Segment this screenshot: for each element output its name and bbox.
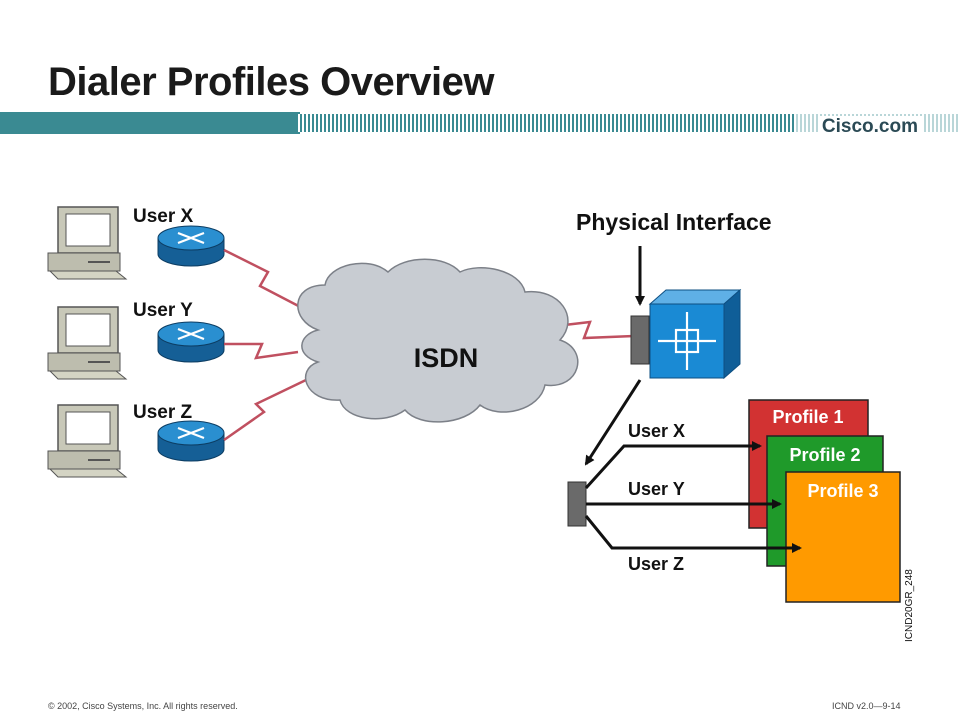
header-bar-solid	[0, 112, 300, 134]
link-user-x	[223, 248, 311, 314]
physical-interface-label: Physical Interface	[576, 209, 772, 235]
pc-icon-user-x	[47, 206, 128, 280]
profile-arrow-user-z-label: User Z	[628, 554, 684, 574]
user-x-label: User X	[133, 206, 194, 227]
header-bar-stripes	[296, 114, 796, 132]
isdn-links	[223, 248, 635, 442]
router-icon-user-z	[157, 420, 225, 462]
profile-3-label: Profile 3	[807, 481, 878, 501]
brand-logo-text[interactable]: Cisco.com	[817, 116, 922, 138]
user-y-label: User Y	[133, 300, 193, 321]
switch-icon	[648, 288, 742, 380]
physical-interface-port	[630, 315, 650, 365]
pc-icon-user-z	[47, 404, 128, 478]
header-bar	[0, 112, 960, 136]
link-user-z	[223, 378, 307, 442]
profile-2-label: Profile 2	[789, 445, 860, 465]
link-physical-interface	[555, 320, 635, 340]
isdn-label: ISDN	[414, 343, 479, 373]
pc-icon-user-y	[47, 306, 128, 380]
arrow-user-z	[584, 515, 802, 553]
dialer-port	[567, 481, 587, 527]
profile-arrow-user-y-label: User Y	[628, 479, 685, 499]
footer-course-id: ICND v2.0—9-14	[832, 701, 901, 711]
isdn-cloud	[297, 258, 579, 423]
profile-1-label: Profile 1	[772, 407, 843, 427]
figure-id-label: ICND20GR_248	[904, 569, 915, 642]
router-icon-user-y	[157, 321, 225, 363]
router-icon-user-x	[157, 225, 225, 267]
interface-to-dialer-arrow	[584, 379, 642, 466]
profile-card-3: Profile 3	[785, 471, 901, 603]
slide-title: Dialer Profiles Overview	[48, 60, 495, 104]
profile-arrow-user-x-label: User X	[628, 421, 685, 441]
link-user-y	[224, 342, 299, 360]
arrow-user-x	[584, 441, 762, 490]
user-z-label: User Z	[133, 402, 193, 423]
footer-copyright: © 2002, Cisco Systems, Inc. All rights r…	[48, 701, 238, 711]
